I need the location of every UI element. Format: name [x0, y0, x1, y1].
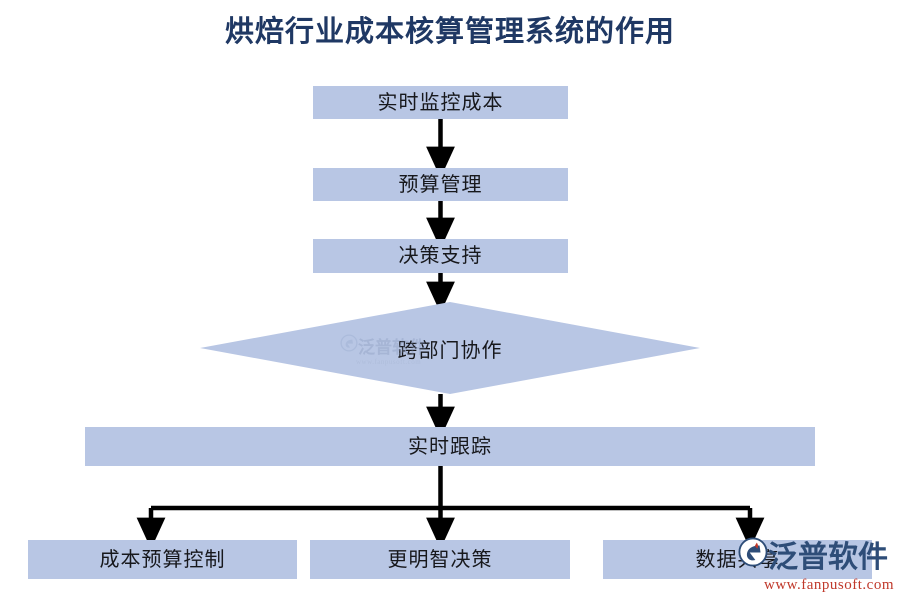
node-label: 数据共享	[695, 548, 780, 571]
node-real-time-tracking[interactable]: 实时跟踪	[85, 427, 815, 466]
node-label: 实时监控成本	[377, 91, 504, 114]
watermark-url: www.fanpusoft.com	[763, 577, 894, 593]
node-cross-department-collaboration[interactable]: 跨部门协作	[200, 302, 700, 394]
node-data-sharing[interactable]: 数据共享	[603, 540, 872, 579]
node-cost-budget-control[interactable]: 成本预算控制	[28, 540, 297, 579]
node-real-time-cost-monitoring[interactable]: 实时监控成本	[313, 86, 568, 119]
node-label: 成本预算控制	[99, 548, 226, 571]
node-smarter-decisions[interactable]: 更明智决策	[310, 540, 570, 579]
node-label: 更明智决策	[387, 548, 493, 571]
node-budget-management[interactable]: 预算管理	[313, 168, 568, 201]
node-label: 实时跟踪	[408, 435, 492, 458]
node-label: 决策支持	[398, 245, 483, 267]
node-decision-support[interactable]: 决策支持	[313, 239, 568, 273]
node-label: 预算管理	[398, 173, 483, 196]
node-label: 跨部门协作	[397, 339, 503, 362]
page-title: 烘焙行业成本核算管理系统的作用	[224, 16, 675, 48]
